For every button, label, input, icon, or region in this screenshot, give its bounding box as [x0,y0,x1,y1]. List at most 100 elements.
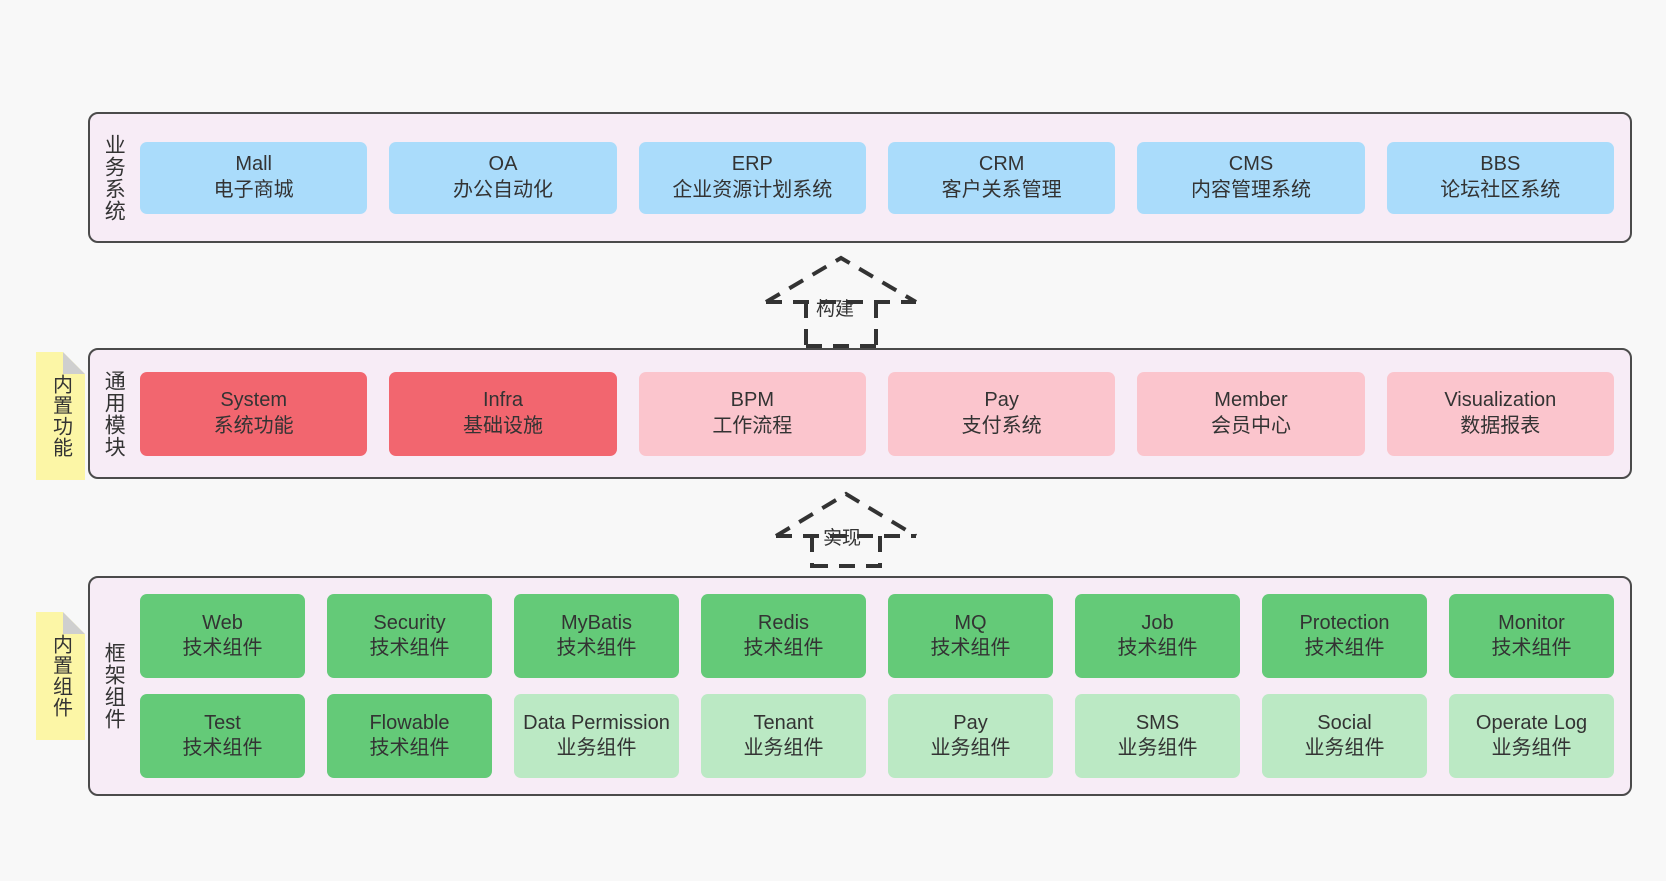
card-title: Pay [984,389,1019,412]
card-title: SMS [1135,711,1180,734]
card-system[interactable]: System 系统功能 [140,371,368,456]
connector-build: 构建 [756,252,926,348]
framework-components-cards: Web 技术组件 Security 技术组件 MyBatis 技术组件 Redi… [136,578,1630,794]
card-monitor[interactable]: Monitor 技术组件 [1449,594,1614,678]
card-subtitle: 技术组件 [1491,637,1572,659]
card-row: Mall 电子商城 OA 办公自动化 ERP 企业资源计划系统 CRM 客户关系… [140,141,1614,214]
card-sms[interactable]: SMS 业务组件 [1075,694,1240,778]
card-visualization[interactable]: Visualization 数据报表 [1386,371,1614,456]
card-subtitle: 业务组件 [1304,737,1385,759]
card-subtitle: 技术组件 [556,637,637,659]
card-row: Test 技术组件 Flowable 技术组件 Data Permission … [140,694,1614,778]
card-subtitle: 业务组件 [930,737,1011,759]
card-bbs[interactable]: BBS 论坛社区系统 [1386,141,1614,214]
card-test[interactable]: Test 技术组件 [140,694,305,778]
card-subtitle: 业务组件 [556,737,637,759]
card-subtitle: 技术组件 [1304,637,1385,659]
card-title: CMS [1228,153,1274,176]
layer-common-modules: 通用模块 System 系统功能 Infra 基础设施 BPM 工作流程 Pay… [88,348,1632,479]
card-subtitle: 业务组件 [1117,737,1198,759]
layer-title-business-systems: 业务系统 [102,133,126,222]
card-subtitle: 企业资源计划系统 [672,178,833,201]
card-subtitle: 办公自动化 [452,178,553,201]
card-redis[interactable]: Redis 技术组件 [701,594,866,678]
card-title: OA [488,153,518,176]
card-tenant[interactable]: Tenant 业务组件 [701,694,866,778]
card-mybatis[interactable]: MyBatis 技术组件 [514,594,679,678]
note-builtin-feature: 内置功能 [36,352,85,480]
card-subtitle: 技术组件 [369,737,450,759]
note-label: 内置组件 [49,634,72,718]
card-operate-log[interactable]: Operate Log 业务组件 [1449,694,1614,778]
card-title: Web [202,611,243,634]
card-title: Pay [953,711,988,734]
card-row: System 系统功能 Infra 基础设施 BPM 工作流程 Pay 支付系统… [140,371,1614,456]
card-subtitle: 技术组件 [182,737,263,759]
card-title: Security [373,611,446,634]
card-title: CRM [978,153,1025,176]
card-bpm[interactable]: BPM 工作流程 [638,371,866,456]
card-title: Social [1317,711,1372,734]
card-title: BPM [730,389,774,412]
connector-build-label: 构建 [816,299,855,320]
card-pay-module[interactable]: Pay 支付系统 [887,371,1116,456]
card-oa[interactable]: OA 办公自动化 [389,141,617,214]
card-title: Protection [1299,611,1390,634]
business-systems-cards: Mall 电子商城 OA 办公自动化 ERP 企业资源计划系统 CRM 客户关系… [136,114,1630,241]
card-title: Job [1141,611,1174,634]
card-subtitle: 技术组件 [182,637,263,659]
card-subtitle: 技术组件 [743,637,824,659]
card-title: Redis [757,611,810,634]
card-subtitle: 技术组件 [369,637,450,659]
card-pay-component[interactable]: Pay 业务组件 [888,694,1053,778]
card-subtitle: 数据报表 [1460,414,1541,437]
card-title: MQ [954,611,987,634]
card-crm[interactable]: CRM 客户关系管理 [887,141,1116,214]
card-subtitle: 电子商城 [213,178,294,201]
connector-implement: 实现 [768,488,938,568]
arrow-head-triangle [774,491,918,538]
card-subtitle: 会员中心 [1210,414,1291,437]
card-subtitle: 内容管理系统 [1190,178,1311,201]
card-social[interactable]: Social 业务组件 [1262,694,1427,778]
card-subtitle: 技术组件 [930,637,1011,659]
card-cms[interactable]: CMS 内容管理系统 [1137,141,1365,214]
card-flowable[interactable]: Flowable 技术组件 [327,694,492,778]
connector-implement-label: 实现 [823,528,862,549]
note-builtin-component: 内置组件 [36,612,85,740]
card-title: Tenant [753,711,814,734]
card-title: Mall [235,153,272,176]
card-subtitle: 支付系统 [961,414,1042,437]
card-subtitle: 基础设施 [462,414,543,437]
card-web[interactable]: Web 技术组件 [140,594,305,678]
card-member[interactable]: Member 会员中心 [1137,371,1365,456]
card-title: Member [1214,389,1288,412]
card-title: ERP [731,153,773,176]
card-job[interactable]: Job 技术组件 [1075,594,1240,678]
layer-title-framework-components: 框架组件 [102,642,126,730]
card-subtitle: 业务组件 [1491,737,1572,759]
card-title: Test [204,711,241,734]
card-infra[interactable]: Infra 基础设施 [389,371,617,456]
card-row: Web 技术组件 Security 技术组件 MyBatis 技术组件 Redi… [140,594,1614,678]
layer-business-systems: 业务系统 Mall 电子商城 OA 办公自动化 ERP 企业资源计划系统 CRM… [88,112,1632,243]
card-protection[interactable]: Protection 技术组件 [1262,594,1427,678]
card-data-permission[interactable]: Data Permission 业务组件 [514,694,679,778]
common-modules-cards: System 系统功能 Infra 基础设施 BPM 工作流程 Pay 支付系统… [136,350,1630,477]
card-title: Flowable [369,711,450,734]
card-subtitle: 客户关系管理 [941,178,1062,201]
card-erp[interactable]: ERP 企业资源计划系统 [638,141,866,214]
card-mall[interactable]: Mall 电子商城 [140,141,368,214]
card-security[interactable]: Security 技术组件 [327,594,492,678]
card-mq[interactable]: MQ 技术组件 [888,594,1053,678]
layer-title-common-modules: 通用模块 [102,369,126,458]
card-subtitle: 业务组件 [743,737,824,759]
arrow-head-triangle [764,255,918,304]
card-subtitle: 技术组件 [1117,637,1198,659]
card-title: Infra [482,389,523,412]
card-title: System [220,389,287,412]
layer-framework-components: 框架组件 Web 技术组件 Security 技术组件 MyBatis 技术组件… [88,576,1632,796]
card-title: MyBatis [560,611,633,634]
card-subtitle: 系统功能 [213,414,294,437]
note-label: 内置功能 [49,374,72,458]
